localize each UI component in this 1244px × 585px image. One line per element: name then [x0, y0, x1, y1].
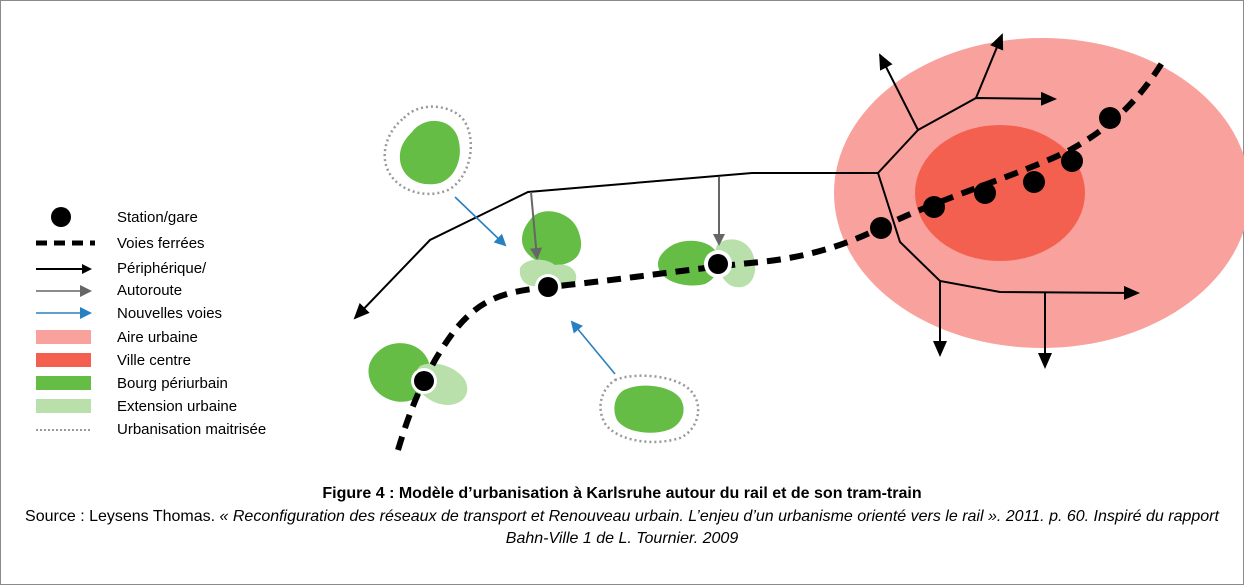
periurban-town — [657, 240, 720, 286]
motorway-links — [530, 177, 725, 260]
legend: Station/gare Voies ferrées Périphérique/… — [36, 207, 266, 438]
station-marker — [1099, 107, 1121, 129]
legend-label-city-center: Ville centre — [117, 352, 191, 369]
legend-label-motorway: Autoroute — [117, 282, 182, 299]
legend-periurban-swatch — [36, 376, 91, 390]
caption-title: Figure 4 : Modèle d’urbanisation à Karls… — [322, 485, 922, 502]
legend-label-ring: Périphérique/ — [117, 260, 207, 277]
periurban-town — [522, 211, 582, 266]
legend-label-controlled: Urbanisation maitrisée — [117, 421, 266, 438]
ring-road-network — [353, 33, 1140, 369]
railway-line — [395, 56, 1168, 451]
periurban-town — [399, 120, 460, 185]
station-marker — [538, 277, 558, 297]
legend-label-station: Station/gare — [117, 209, 198, 226]
city-center-ellipse — [915, 125, 1085, 261]
legend-city-center-swatch — [36, 353, 91, 367]
station-marker — [708, 254, 728, 274]
legend-label-extension: Extension urbaine — [117, 398, 237, 415]
stations — [411, 107, 1121, 394]
legend-station-symbol — [51, 207, 71, 227]
legend-label-rail: Voies ferrées — [117, 235, 205, 252]
legend-extension-swatch — [36, 399, 91, 413]
caption-source: Source : Leysens Thomas. « Reconfigurati… — [0, 506, 1244, 550]
station-marker — [1023, 171, 1045, 193]
new-roads — [454, 196, 616, 375]
legend-label-urban-area: Aire urbaine — [117, 329, 198, 346]
periurban-town — [614, 385, 684, 433]
legend-label-new-roads: Nouvelles voies — [117, 305, 222, 322]
controlled-urbanisation-outline — [599, 374, 700, 444]
figure-caption: Figure 4 : Modèle d’urbanisation à Karls… — [0, 485, 1244, 550]
caption-source-reference: « Reconfiguration des réseaux de transpo… — [219, 508, 1219, 547]
station-marker — [974, 182, 996, 204]
station-marker — [870, 217, 892, 239]
controlled-urbanisation-outline — [383, 105, 473, 196]
station-marker — [923, 196, 945, 218]
caption-source-prefix: Source : Leysens Thomas. — [25, 508, 220, 525]
legend-label-periurban: Bourg périurbain — [117, 375, 228, 392]
station-marker — [414, 371, 434, 391]
station-marker — [1061, 150, 1083, 172]
legend-urban-area-swatch — [36, 330, 91, 344]
